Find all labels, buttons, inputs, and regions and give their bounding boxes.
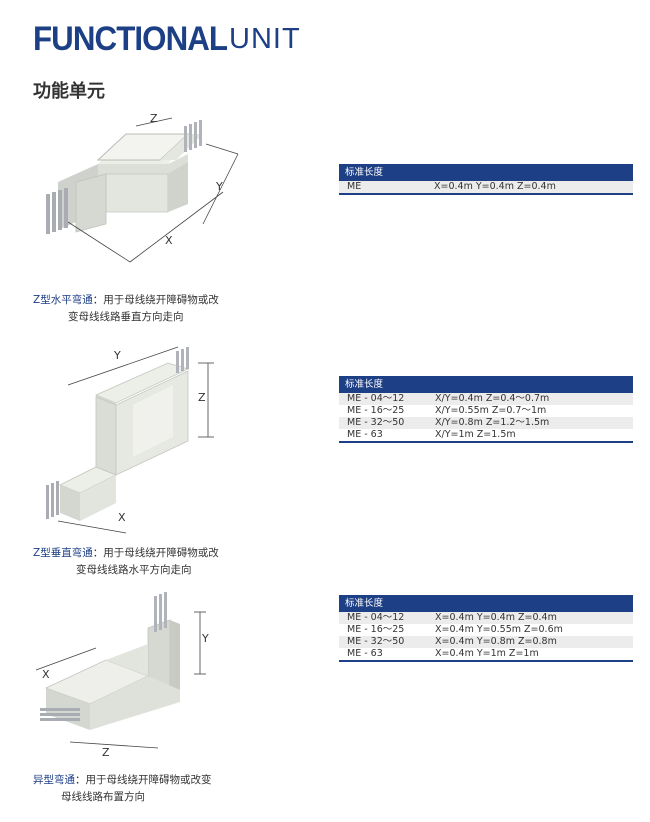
table-row: ME - 32～50 X/Y=0.8m Z=1.2～1.5m — [339, 417, 633, 429]
dim-label-y: Y — [113, 349, 121, 362]
unit-1-caption-key: Z型水平弯通 — [33, 294, 93, 306]
dim-label-z: Z — [102, 746, 110, 759]
unit-2-caption: Z型垂直弯通：用于母线绕开障碍物或改 变母线线路水平方向走向 — [33, 545, 219, 579]
unit-3-caption-line2: 母线线路布置方向 — [61, 791, 145, 803]
unit-1-caption-line2: 变母线线路垂直方向走向 — [68, 311, 184, 323]
unit-1-spec-table: 标准长度 ME X=0.4m Y=0.4m Z=0.4m — [339, 164, 633, 195]
table-row: ME - 16～25 X/Y=0.55m Z=0.7～1m — [339, 405, 633, 417]
spec-table-header: 标准长度 — [339, 376, 633, 393]
table-row: ME X=0.4m Y=0.4m Z=0.4m — [339, 181, 633, 193]
special-elbow-illustration: X Y Z — [30, 590, 230, 770]
unit-3-caption: 异型弯通：用于母线绕开障碍物或改变 母线线路布置方向 — [33, 772, 212, 806]
unit-2-caption-key: Z型垂直弯通 — [33, 547, 93, 559]
unit-2-caption-line2: 变母线线路水平方向走向 — [76, 564, 192, 576]
dim-label-y: Y — [215, 180, 223, 193]
unit-2-spec-table: 标准长度 ME - 04～12 X/Y=0.4m Z=0.4～0.7m ME -… — [339, 376, 633, 443]
page-subtitle: 功能单元 — [33, 81, 105, 102]
dim-label-y: Y — [201, 632, 209, 645]
unit-1-caption-rest: ：用于母线绕开障碍物或改 — [92, 294, 219, 306]
z-vertical-elbow-illustration: Y Z X — [38, 345, 238, 545]
table-bottom-rule — [339, 193, 633, 195]
dim-label-z: Z — [198, 391, 206, 404]
z-horizontal-elbow-illustration: Z Y X — [38, 112, 253, 292]
unit-3-caption-key: 异型弯通 — [33, 774, 75, 786]
title-bold: FUNCTIONAL — [33, 20, 228, 58]
dim-label-x: X — [118, 511, 126, 524]
table-row: ME - 04～12 X/Y=0.4m Z=0.4～0.7m — [339, 393, 633, 405]
dim-label-x: X — [42, 668, 50, 681]
table-row: ME - 63 X=0.4m Y=1m Z=1m — [339, 648, 633, 660]
dim-label-z: Z — [150, 112, 158, 125]
title-light: UNIT — [229, 23, 301, 55]
table-row: ME - 04～12 X=0.4m Y=0.4m Z=0.4m — [339, 612, 633, 624]
table-row: ME - 63 X/Y=1m Z=1.5m — [339, 429, 633, 441]
table-bottom-rule — [339, 660, 633, 662]
table-row: ME - 32～50 X=0.4m Y=0.8m Z=0.8m — [339, 636, 633, 648]
spec-table-header: 标准长度 — [339, 595, 633, 612]
spec-table-header: 标准长度 — [339, 164, 633, 181]
table-bottom-rule — [339, 441, 633, 443]
page-title: FUNCTIONAL UNIT — [33, 20, 300, 60]
unit-1-caption: Z型水平弯通：用于母线绕开障碍物或改 变母线线路垂直方向走向 — [33, 292, 219, 326]
unit-3-spec-table: 标准长度 ME - 04～12 X=0.4m Y=0.4m Z=0.4m ME … — [339, 595, 633, 662]
table-row: ME - 16～25 X=0.4m Y=0.55m Z=0.6m — [339, 624, 633, 636]
dim-label-x: X — [165, 234, 173, 247]
unit-2-caption-rest: ：用于母线绕开障碍物或改 — [92, 547, 219, 559]
unit-3-caption-rest: ：用于母线绕开障碍物或改变 — [75, 774, 212, 786]
